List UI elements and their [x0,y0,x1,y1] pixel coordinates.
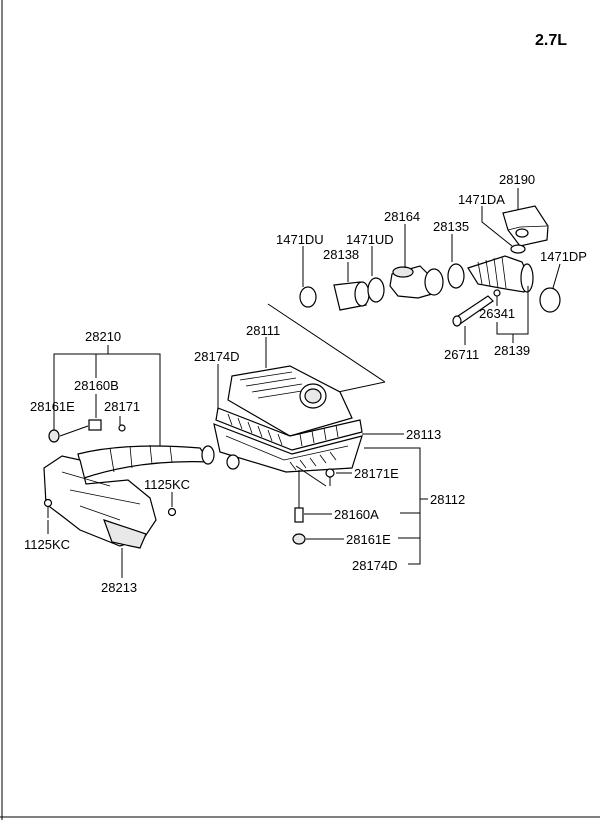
part-28171-bolt [118,424,126,432]
label-1471DU: 1471DU [276,232,324,247]
part-28171E-bolt [325,468,335,486]
part-28213-resonator [43,455,157,549]
label-28174D-bottom: 28174D [352,558,398,573]
label-1125KC-left: 1125KC [24,537,70,552]
part-26711-breather-hose [452,295,494,327]
part-28135-clamp [447,263,465,289]
label-1125KC-mid: 1125KC [144,477,190,492]
label-1471DP: 1471DP [540,249,587,264]
label-28139: 28139 [494,343,530,358]
part-1125KC-left-bolt [43,498,53,518]
label-28190: 28190 [499,172,535,187]
leader-28112 [364,447,421,565]
part-28161E-right-insulator [292,533,306,545]
label-28210: 28210 [85,329,121,344]
part-26341-nipple [493,289,501,297]
label-26711: 26711 [444,347,479,362]
label-28138: 28138 [323,247,359,262]
part-28139-duct [467,255,534,293]
part-1471DU-clamp [299,286,317,308]
part-28161E-left-insulator [48,429,60,443]
guide-line-d [59,425,89,437]
label-28171: 28171 [104,399,140,414]
label-28160B: 28160B [74,378,119,393]
leader-1471DP [552,263,561,289]
label-26341: 26341 [479,306,515,321]
label-28135: 28135 [433,219,469,234]
label-28174D-top: 28174D [194,349,240,364]
label-28160A: 28160A [334,507,379,522]
part-1125KC-mid-bolt [167,500,177,517]
part-1471DA-clamp [510,244,526,254]
label-28161E-left: 28161E [30,399,75,414]
label-28111: 28111 [246,323,280,338]
label-28164: 28164 [384,209,420,224]
part-1471DP-clamp [539,287,561,313]
part-28164-resonator [389,265,444,299]
part-28160B-grommet [88,419,102,431]
leader-1471DA [481,206,513,247]
label-28161E-right: 28161E [346,532,391,547]
part-28113-filter-element [215,407,363,451]
part-28138-hose [333,281,370,311]
leader-28210 [53,353,161,448]
guide-line-a [267,303,386,383]
label-1471UD: 1471UD [346,232,394,247]
part-28111-air-cleaner-cover [227,365,353,437]
label-28213: 28213 [101,580,137,595]
label-1471DA: 1471DA [458,192,505,207]
part-28160A-grommet [294,470,304,523]
label-28112: 28112 [430,492,465,507]
part-28190-cover [502,205,549,247]
part-28112-lower-case [213,423,363,473]
label-28171E: 28171E [354,466,399,481]
part-1471UD-clamp [367,277,385,303]
label-28113: 28113 [406,427,441,442]
engine-label: 2.7L [535,32,567,49]
part-28210-intake-hose [77,444,240,479]
guide-line-c [295,465,327,487]
